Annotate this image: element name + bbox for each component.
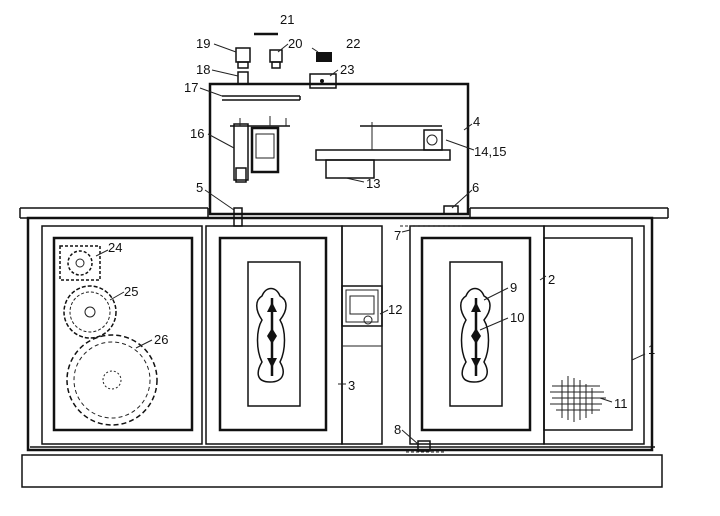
speaker-24: [59, 245, 101, 281]
label-2: 2: [548, 272, 555, 287]
label-18: 18: [196, 62, 210, 77]
cartridge-unit: [230, 116, 290, 183]
label-7: 7: [394, 228, 401, 243]
center-compartment: [341, 225, 383, 445]
label-4: 4: [473, 114, 480, 129]
reference-labels: 1 2 3 4 5 6 7 8 9 10 11 12 13 14,15 16 1…: [108, 12, 655, 437]
turntable: [315, 122, 451, 179]
turntable-housing: [208, 82, 470, 227]
label-21: 21: [280, 12, 294, 27]
leader-lines: [95, 43, 646, 445]
label-26: 26: [154, 332, 168, 347]
label-12: 12: [388, 302, 402, 317]
label-6: 6: [472, 180, 479, 195]
label-14-15: 14,15: [474, 144, 507, 159]
label-19: 19: [196, 36, 210, 51]
speaker-panel: [41, 225, 203, 445]
speaker-25: [63, 285, 117, 339]
door-right: [409, 225, 545, 445]
label-20: 20: [288, 36, 302, 51]
exploded-parts: [235, 32, 337, 89]
label-3: 3: [348, 378, 355, 393]
label-24: 24: [108, 240, 122, 255]
label-5: 5: [196, 180, 203, 195]
label-8: 8: [394, 422, 401, 437]
part-8: [406, 440, 444, 453]
label-11: 11: [614, 396, 628, 411]
label-9: 9: [510, 280, 517, 295]
label-22: 22: [346, 36, 360, 51]
label-23: 23: [340, 62, 354, 77]
speaker-26: [66, 334, 158, 426]
label-13: 13: [366, 176, 380, 191]
grille-panel: [543, 225, 645, 445]
door-left: [205, 225, 343, 445]
cabinet-body: [19, 207, 669, 452]
label-16: 16: [190, 126, 204, 141]
label-1: 1: [648, 342, 655, 357]
label-10: 10: [510, 310, 524, 325]
label-17: 17: [184, 80, 198, 95]
cabinet-base: [21, 446, 663, 488]
label-25: 25: [124, 284, 138, 299]
